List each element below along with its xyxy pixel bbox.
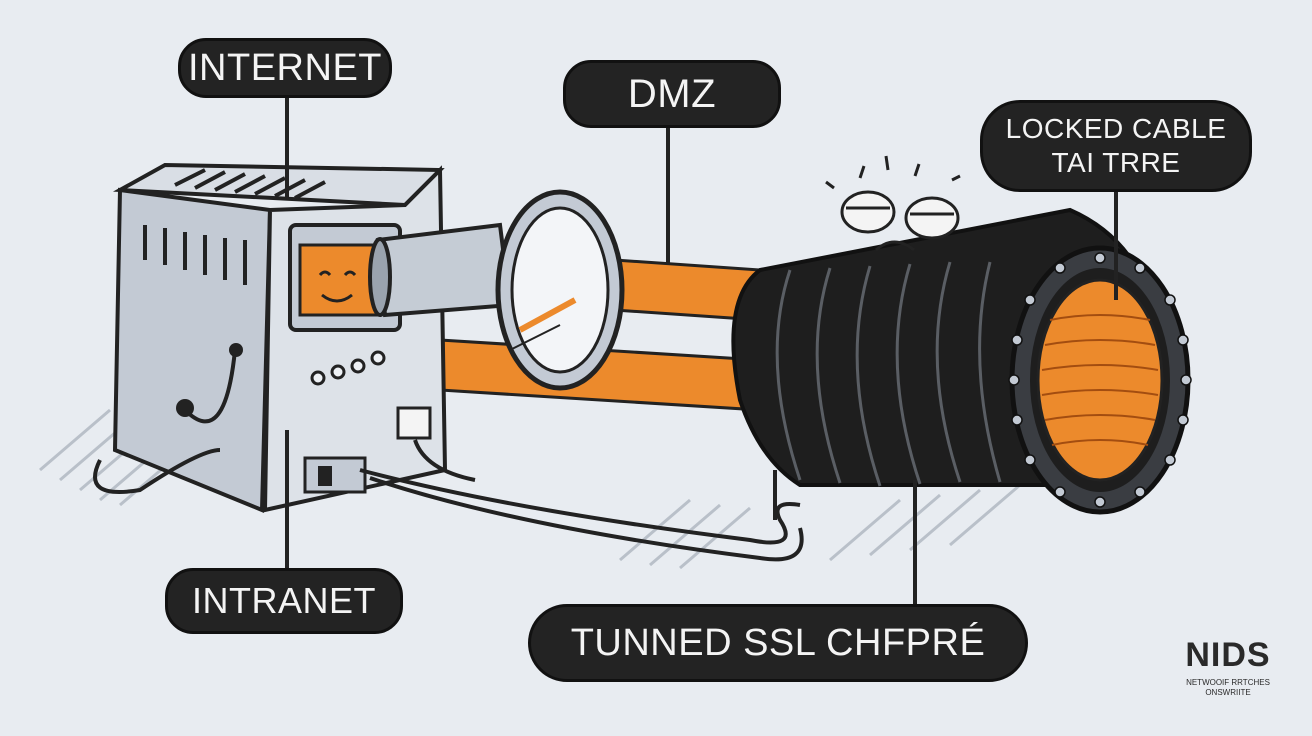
indicator-lights — [310, 350, 386, 386]
brand-logo: NIDS NETWOOIF RRTCHES ONSWRIITE — [1168, 638, 1288, 697]
locked-cable — [731, 155, 1192, 515]
callout-lines — [285, 98, 1118, 604]
dmz-label: DMZ — [563, 60, 781, 128]
intranet-label: INTRANET — [165, 568, 403, 634]
lens-connector — [368, 189, 625, 391]
worried-face-icon — [825, 155, 961, 252]
ground-shadow — [39, 408, 1021, 570]
logo-mark: NIDS — [1185, 636, 1271, 674]
ground-wires — [359, 439, 804, 562]
locked-cable-label: LOCKED CABLE TAI TRRE — [980, 100, 1252, 192]
cable-rivets — [1008, 252, 1192, 508]
smiley-face-icon — [318, 270, 357, 303]
server-box — [93, 162, 448, 513]
locked-cable-label-line2: TAI TRRE — [1051, 147, 1181, 178]
logo-tagline-line2: ONSWRIITE — [1205, 687, 1251, 697]
logo-tagline: NETWOOIF RRTCHES ONSWRIITE — [1168, 678, 1288, 697]
internet-label: INTERNET — [178, 38, 392, 98]
tunnel-label: TUNNED SSL CHFPRÉ — [528, 604, 1028, 682]
logo-tagline-line1: NETWOOIF RRTCHES — [1186, 678, 1270, 687]
locked-cable-label-line1: LOCKED CABLE — [1005, 113, 1227, 145]
